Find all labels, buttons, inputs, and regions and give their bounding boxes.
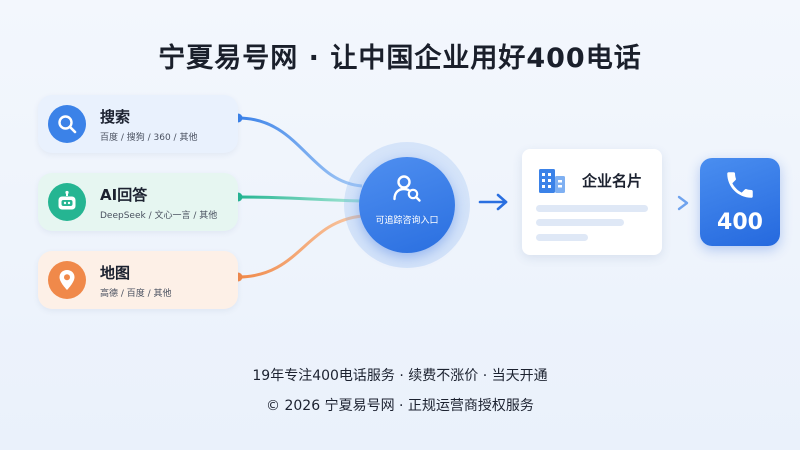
page-title: 宁夏易号网 · 让中国企业用好400电话 xyxy=(158,43,642,74)
placeholder-line xyxy=(536,234,588,241)
building-icon xyxy=(536,163,568,195)
placeholder-line xyxy=(536,205,648,212)
source-platforms: 高德 / 百度 / 其他 xyxy=(100,289,172,299)
source-search: 搜索 百度 / 搜狗 / 360 / 其他 xyxy=(38,95,238,153)
arrow-right-icon xyxy=(478,193,508,211)
source-name: 地图 xyxy=(100,264,131,282)
link-search xyxy=(237,116,363,188)
source-ai-answer: AI回答 DeepSeek / 文心一言 / 其他 xyxy=(38,173,238,231)
phone-400-tile: 400 xyxy=(700,158,780,246)
source-platforms: DeepSeek / 文心一言 / 其他 xyxy=(100,211,218,221)
ai-bot-icon xyxy=(48,183,86,221)
footer-highlights: 19年专注400电话服务 · 续费不涨价 · 当天开通 xyxy=(252,368,548,384)
source-name: 搜索 xyxy=(100,108,131,126)
phone-number-label: 400 xyxy=(717,210,763,235)
placeholder-line xyxy=(536,219,624,226)
map-pin-icon xyxy=(48,261,86,299)
source-platforms: 百度 / 搜狗 / 360 / 其他 xyxy=(100,133,198,143)
search-icon xyxy=(48,105,86,143)
source-map: 地图 高德 / 百度 / 其他 xyxy=(38,251,238,309)
phone-icon xyxy=(723,168,757,202)
chevron-right-icon xyxy=(677,195,689,211)
link-ai xyxy=(237,195,363,203)
footer-copyright: © 2026 宁夏易号网 · 正规运营商授权服务 xyxy=(266,398,534,414)
business-card: 企业名片 xyxy=(522,149,662,255)
card-title: 企业名片 xyxy=(582,172,643,190)
user-search-icon xyxy=(392,173,422,203)
source-name: AI回答 xyxy=(100,186,148,204)
trackable-entry-hub: 可追踪咨询入口 xyxy=(359,157,455,253)
link-map xyxy=(237,214,363,279)
hub-label: 可追踪咨询入口 xyxy=(375,216,439,226)
